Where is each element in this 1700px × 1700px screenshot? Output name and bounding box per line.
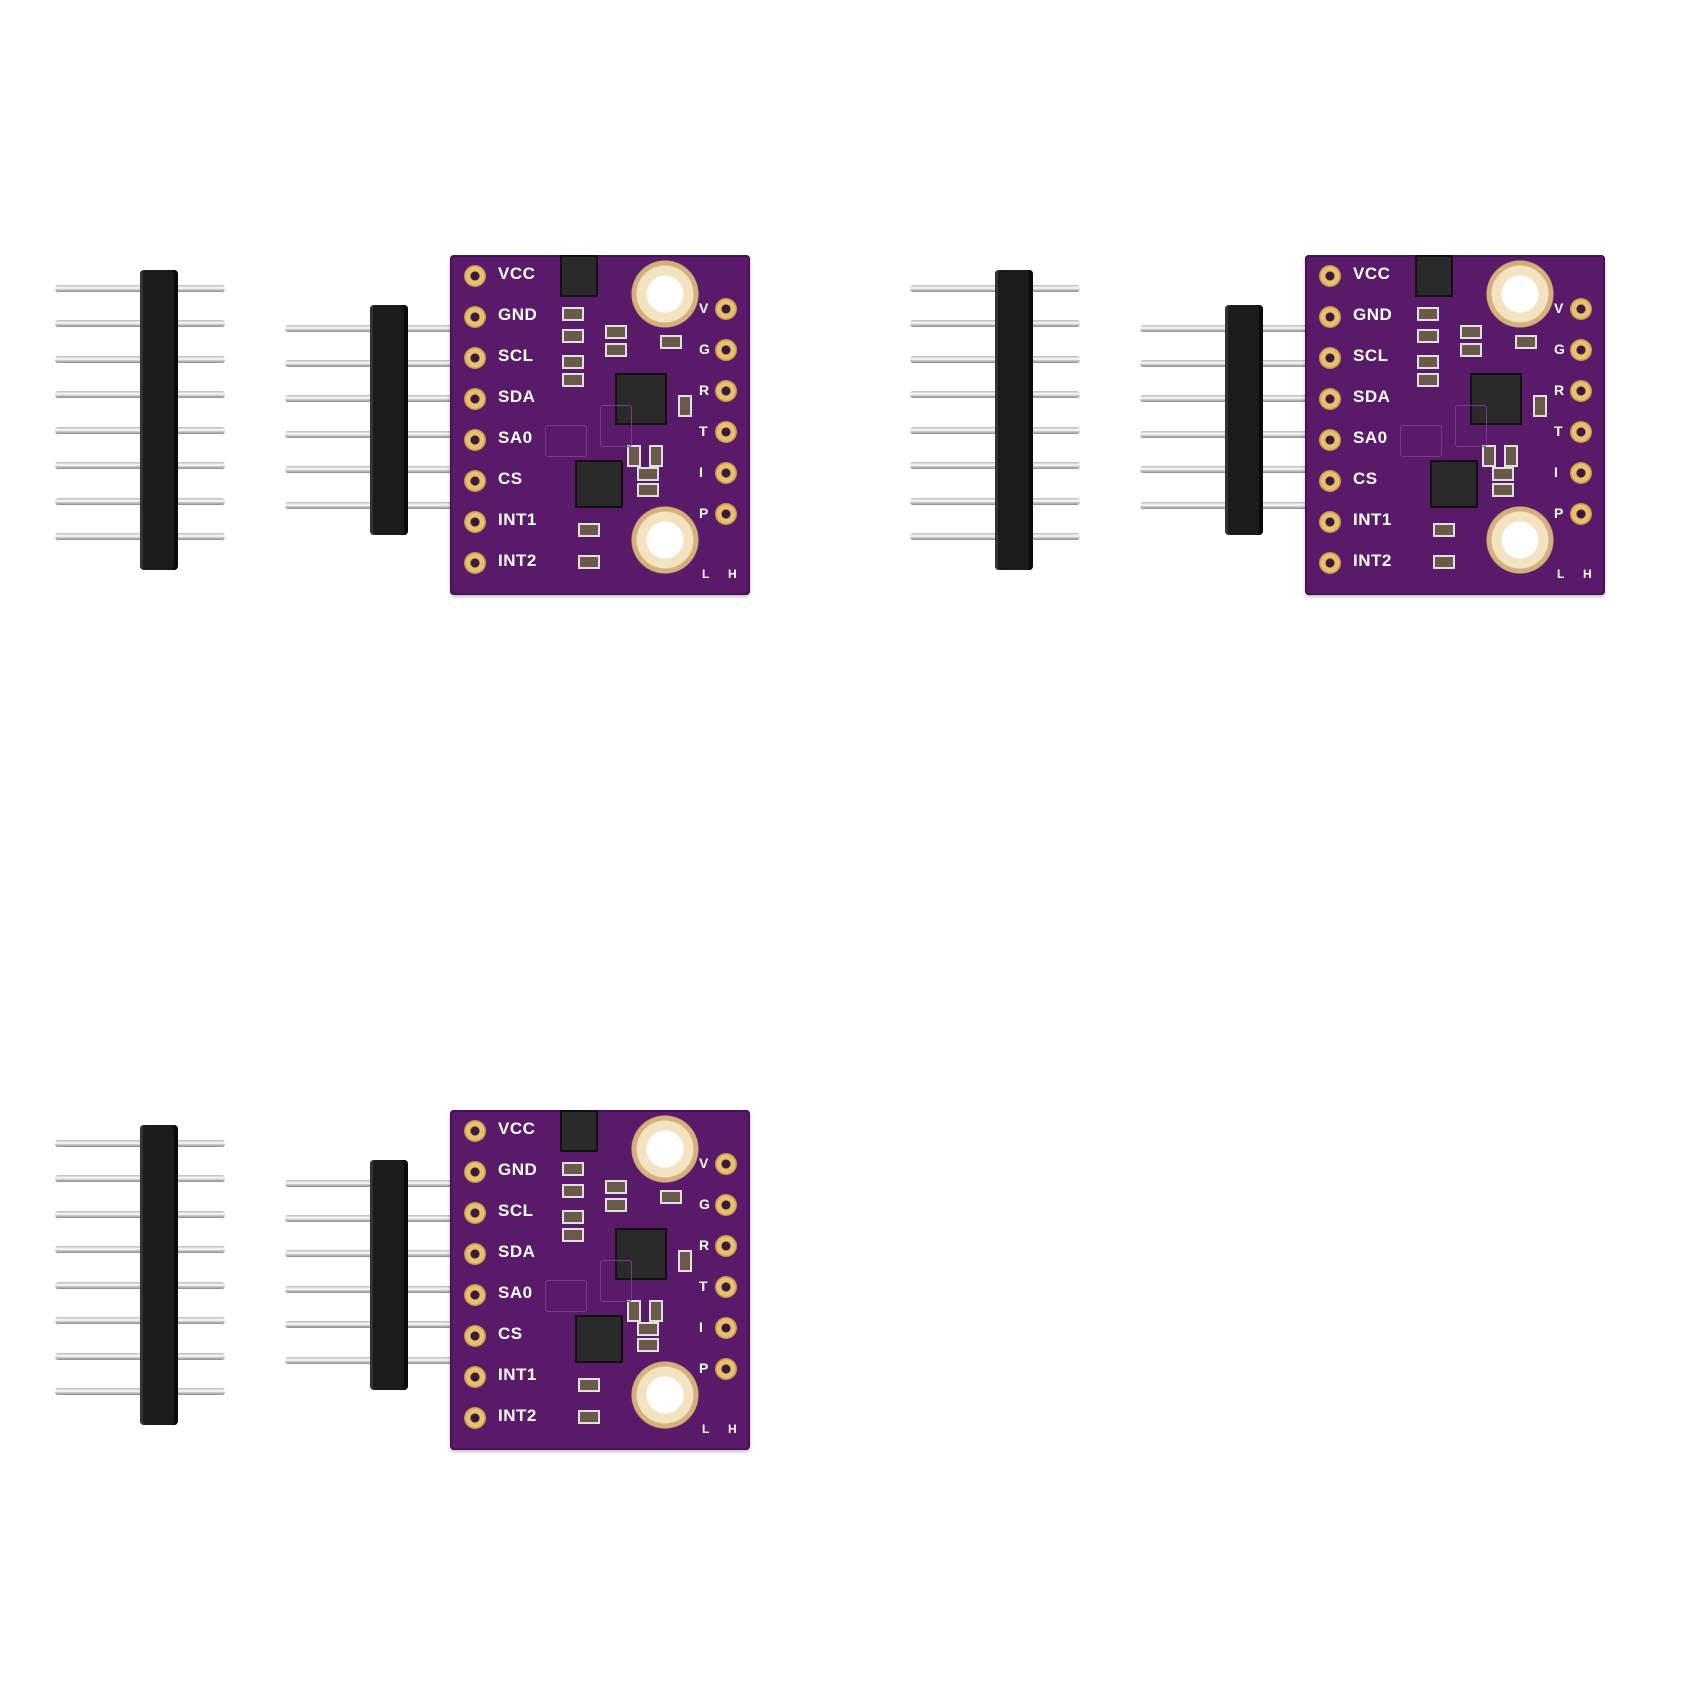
label-r: R [699,382,710,398]
label-sda: SDA [498,387,536,406]
pin-header-8 [55,270,225,570]
label-r: R [699,1237,710,1253]
label-scl: SCL [498,1201,534,1220]
label-h: H [728,1422,737,1436]
label-int1: INT1 [498,1365,537,1384]
label-gnd: GND [498,1160,538,1179]
label-t: T [699,423,708,439]
label-cs: CS [498,469,523,488]
pin-header-6 [285,1160,455,1390]
label-sa0: SA0 [498,428,533,447]
label-v: V [699,300,709,316]
label-sa0: SA0 [1353,428,1388,447]
sensor-board: VCC GND SCL SDA SA0 CS INT1 INT2 V G R T… [1305,255,1605,595]
label-t: T [699,1278,708,1294]
pin-header-8 [55,1125,225,1425]
label-sda: SDA [1353,387,1391,406]
label-int2: INT2 [498,551,537,570]
label-h: H [1583,567,1592,581]
label-g: G [1554,341,1565,357]
label-p: P [1554,505,1564,521]
label-l: L [702,567,710,581]
label-g: G [699,341,710,357]
label-vcc: VCC [1353,264,1391,283]
label-cs: CS [498,1324,523,1343]
label-r: R [1554,382,1565,398]
label-h: H [728,567,737,581]
pin-header-8 [910,270,1080,570]
pin-header-6 [285,305,455,535]
label-int2: INT2 [498,1406,537,1425]
sensor-kit-1: VCC GND SCL SDA SA0 CS INT1 INT2 V G R T… [0,255,820,635]
label-v: V [699,1155,709,1171]
label-g: G [699,1196,710,1212]
label-int2: INT2 [1353,551,1392,570]
label-vcc: VCC [498,1119,536,1138]
label-p: P [699,1360,709,1376]
label-int1: INT1 [1353,510,1392,529]
label-v: V [1554,300,1564,316]
label-scl: SCL [498,346,534,365]
label-t: T [1554,423,1563,439]
pin-header-6 [1140,305,1310,535]
label-i: I [1554,464,1558,480]
label-i: I [699,1319,703,1335]
sensor-board: VCC GND SCL SDA SA0 CS INT1 INT2 V G R T… [450,1110,750,1450]
label-l: L [1557,567,1565,581]
label-scl: SCL [1353,346,1389,365]
label-cs: CS [1353,469,1378,488]
sensor-kit-3: VCC GND SCL SDA SA0 CS INT1 INT2 V G R T… [0,1110,820,1490]
label-sa0: SA0 [498,1283,533,1302]
label-gnd: GND [1353,305,1393,324]
sensor-kit-2: VCC GND SCL SDA SA0 CS INT1 INT2 V G R T… [855,255,1675,635]
label-l: L [702,1422,710,1436]
label-i: I [699,464,703,480]
label-gnd: GND [498,305,538,324]
label-vcc: VCC [498,264,536,283]
sensor-board: VCC GND SCL SDA SA0 CS INT1 INT2 V G R T… [450,255,750,595]
label-p: P [699,505,709,521]
label-int1: INT1 [498,510,537,529]
label-sda: SDA [498,1242,536,1261]
